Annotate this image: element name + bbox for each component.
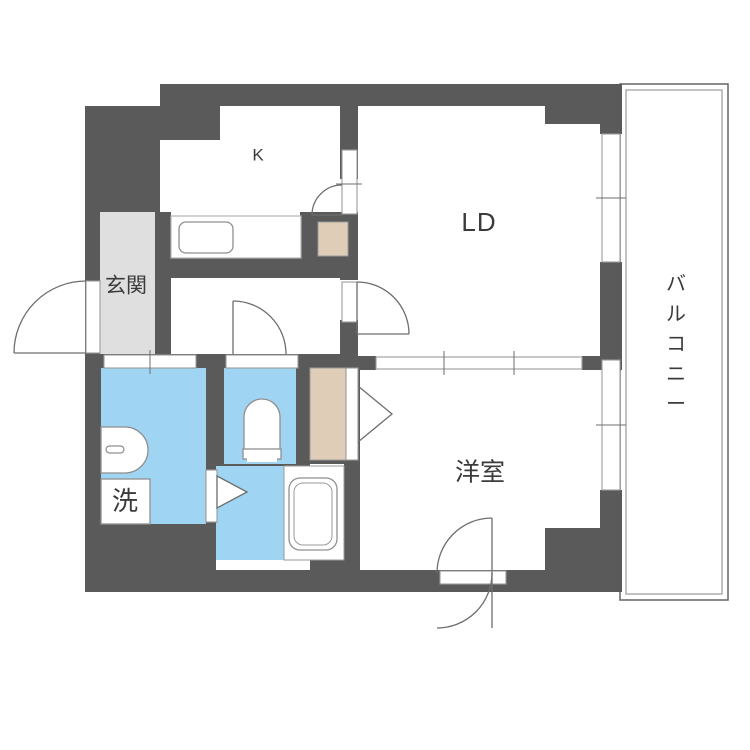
wall-bedroom-left	[344, 466, 360, 572]
room-labels: K LD 玄関 洋室 バ ル コ ニ ー	[105, 145, 686, 486]
wall-top-left-block	[85, 106, 160, 212]
wall-bath-bottom	[310, 560, 350, 572]
washroom-slide-door[interactable]	[103, 350, 197, 374]
label-kitchen: K	[252, 145, 264, 164]
front-door-opening[interactable]	[85, 280, 101, 354]
wall-ld-bedroom-left	[358, 356, 376, 370]
balcony-char-2: コ	[666, 333, 686, 355]
entrance-tile-floor	[100, 212, 155, 354]
bathtub	[283, 465, 345, 561]
washing-machine-label: 洗	[112, 486, 138, 516]
wall-right-seg2	[600, 262, 622, 360]
folding-doors	[205, 367, 394, 523]
wall-kitchen-bottom	[171, 258, 340, 278]
front-door-swing[interactable]	[13, 280, 87, 354]
bath-folding-door[interactable]	[205, 469, 249, 523]
wall-washroom-toilet	[206, 354, 224, 464]
kitchen-door-swing[interactable]	[311, 184, 343, 216]
ld-door-opening[interactable]	[341, 281, 358, 323]
wall-bedroom-notch	[545, 528, 622, 592]
closet-folding-door[interactable]	[345, 367, 394, 461]
toilet-bowl	[242, 398, 282, 462]
fixtures: 洗	[100, 215, 345, 561]
faucet-icon	[105, 445, 125, 454]
bedroom-door-swing[interactable]	[436, 517, 493, 629]
balcony-inner-rail	[625, 89, 723, 595]
balcony-char-4: ー	[666, 393, 686, 415]
kitchen-door-opening[interactable]	[336, 149, 362, 215]
label-living-dining: LD	[461, 207, 496, 237]
hallway-door-swing[interactable]	[232, 300, 287, 355]
wall-k-ld-hall	[340, 320, 358, 356]
wash-basin	[100, 426, 149, 474]
wall-ld-notch	[545, 84, 622, 124]
wall-top	[160, 84, 622, 106]
balcony-window-upper[interactable]	[596, 133, 626, 263]
bedroom-door-opening[interactable]	[439, 570, 507, 585]
balcony-area	[619, 83, 729, 601]
balcony-char-3: ニ	[666, 363, 686, 385]
balcony-char-1: ル	[666, 303, 686, 325]
ld-bedroom-partition[interactable]	[375, 351, 583, 375]
label-entrance: 玄関	[105, 275, 147, 298]
wall-toilet-right	[296, 354, 310, 464]
balcony-window-lower[interactable]	[596, 359, 626, 491]
bedroom-closet-fill	[309, 367, 347, 461]
wall-left-lower	[85, 354, 101, 592]
kitchen-sink-counter	[170, 215, 302, 259]
label-balcony: バ ル コ ニ ー	[666, 273, 686, 415]
wall-bottom	[85, 570, 622, 592]
kitchen-closet-fill	[317, 221, 349, 257]
wall-entrance-right	[155, 212, 171, 354]
door-swings	[13, 184, 493, 629]
washing-machine-space: 洗	[100, 478, 151, 525]
wall-top-left-step	[160, 106, 220, 140]
sink-basin	[178, 221, 234, 254]
balcony-char-0: バ	[666, 273, 686, 295]
toilet-slide-door[interactable]	[225, 354, 299, 369]
ld-door-swing[interactable]	[356, 281, 410, 335]
wall-washroom-bottom	[101, 524, 206, 572]
window-openings	[85, 133, 626, 585]
label-western-room: 洋室	[455, 459, 505, 487]
